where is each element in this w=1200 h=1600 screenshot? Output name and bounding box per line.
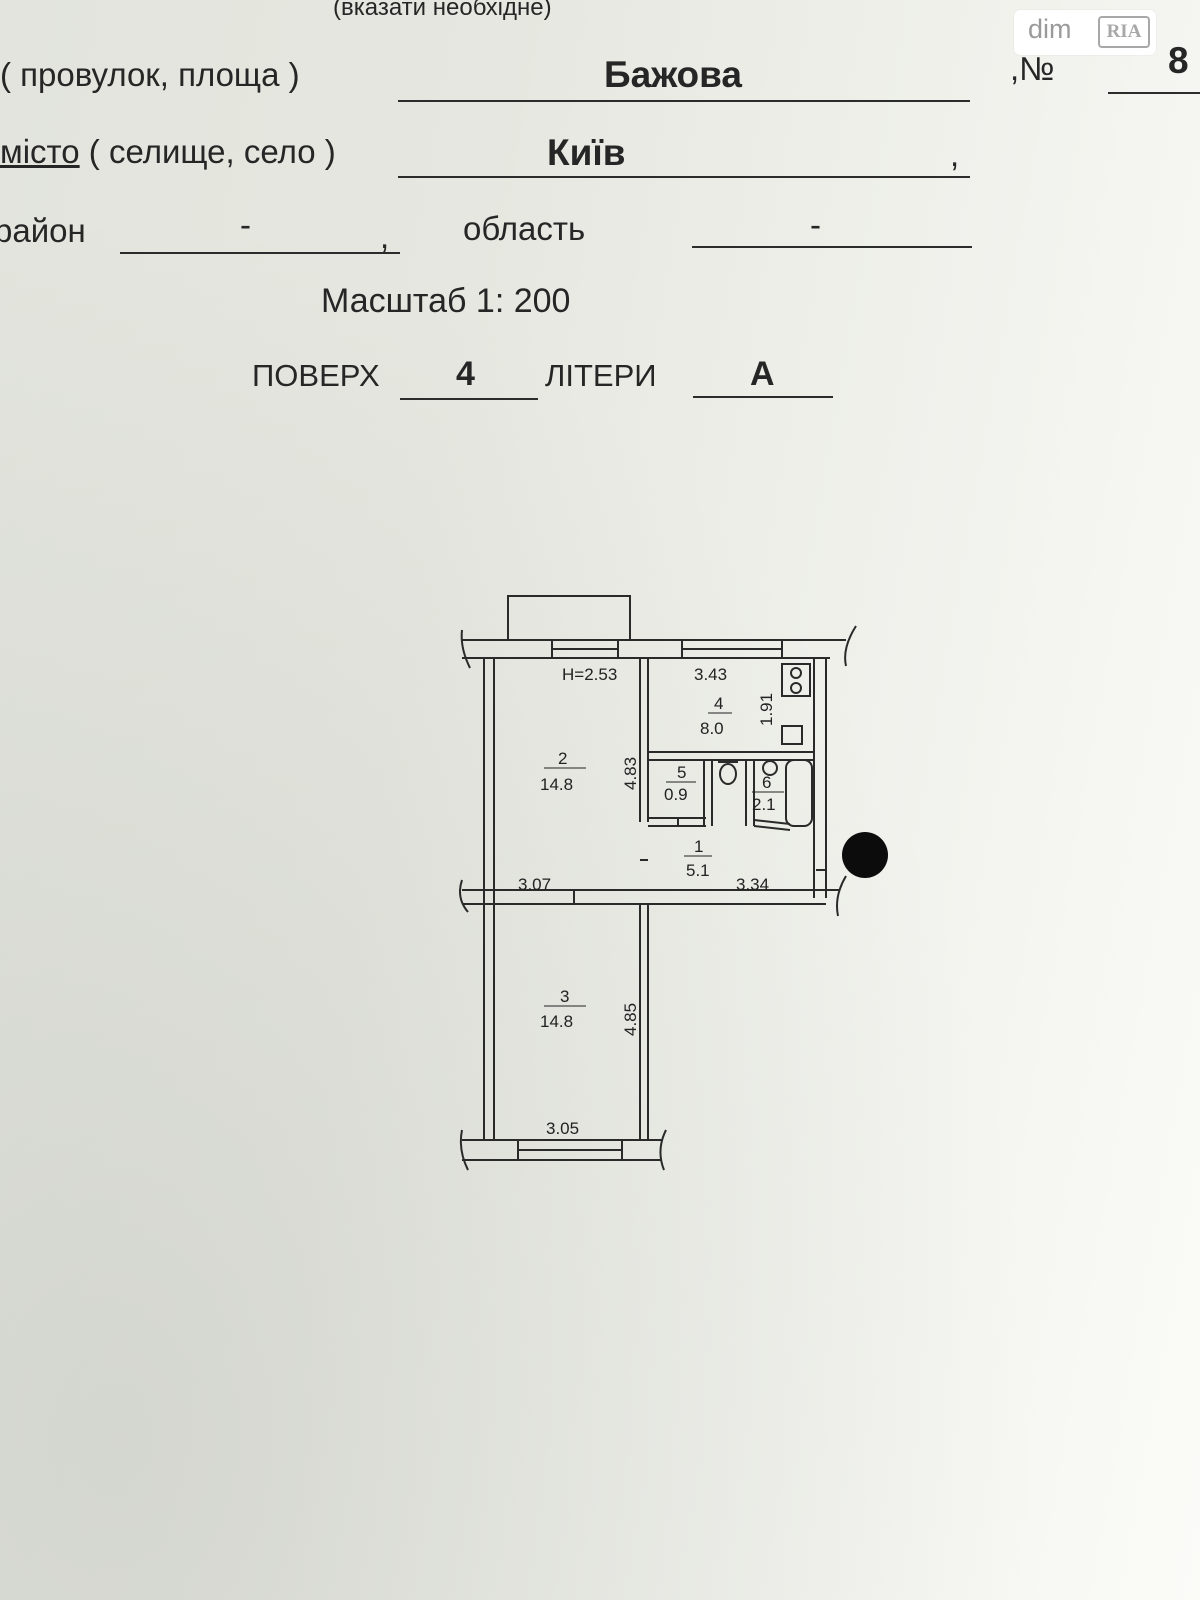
- floor-value: 4: [456, 355, 475, 393]
- toilet: [719, 763, 737, 785]
- stove: [781, 663, 811, 697]
- district-value: -: [240, 206, 251, 243]
- city-comma: ,: [950, 136, 960, 173]
- scale-text: Масштаб 1: 200: [321, 282, 571, 320]
- bathtub: [785, 759, 813, 827]
- street-value: Бажова: [604, 54, 742, 95]
- black-dot-marker: [842, 832, 888, 878]
- district-label: район: [0, 212, 86, 249]
- number-value: 8: [1168, 40, 1189, 81]
- city-underline: [398, 176, 970, 178]
- wash-basin: [762, 760, 778, 776]
- region-underline: [692, 246, 972, 248]
- city-label: місто ( селище, село ): [0, 133, 336, 171]
- city-value: Київ: [547, 132, 626, 173]
- room-4-area: 8.0: [700, 719, 724, 738]
- header-note: (вказати необхідне): [333, 0, 552, 21]
- room-5-area: 0.9: [664, 785, 688, 804]
- room-6-area: 2.1: [752, 795, 776, 814]
- dim-room2-width: 3.07: [518, 875, 551, 894]
- dim-room3-depth: 4.85: [621, 1003, 640, 1036]
- room-2-number: 2: [558, 749, 567, 768]
- kitchen-sink: [781, 725, 803, 745]
- logo-badge: RIA: [1098, 16, 1150, 48]
- logo-text: dim: [1028, 14, 1072, 44]
- room-3-number: 3: [560, 987, 569, 1006]
- dim-room2-depth: 4.83: [621, 757, 640, 790]
- street-label: ( провулок, площа ): [0, 56, 300, 93]
- letters-underline: [693, 396, 833, 398]
- dimria-logo: dim RIA: [1014, 10, 1156, 55]
- dim-kitchen-width: 3.43: [694, 665, 727, 684]
- room-5-number: 5: [677, 763, 686, 782]
- dim-hall-width: 3.34: [736, 875, 769, 894]
- district-underline: [120, 252, 400, 254]
- room-1-area: 5.1: [686, 861, 710, 880]
- room-1-number: 1: [694, 837, 703, 856]
- letters-label: ЛІТЕРИ: [545, 358, 657, 393]
- region-value: -: [810, 206, 821, 243]
- dim-room3-width: 3.05: [546, 1119, 579, 1138]
- number-label: ,№: [1010, 50, 1055, 87]
- room-6-number: 6: [762, 773, 771, 792]
- district-comma: ,: [380, 218, 390, 255]
- region-label: область: [463, 210, 586, 247]
- floor-label: ПОВЕРХ: [252, 358, 380, 393]
- room-2-area: 14.8: [540, 775, 573, 794]
- floor-underline: [400, 398, 538, 400]
- balcony: [507, 595, 631, 641]
- city-label-rest: ( селище, село ): [88, 133, 336, 170]
- letters-value: А: [750, 355, 775, 393]
- room-3-area: 14.8: [540, 1012, 573, 1031]
- room-4-number: 4: [714, 694, 723, 713]
- city-label-main: місто: [0, 133, 80, 170]
- street-underline: [398, 100, 970, 102]
- ceiling-height: H=2.53: [562, 665, 617, 684]
- dim-kitchen-depth: 1.91: [757, 693, 776, 726]
- number-underline: [1108, 92, 1200, 94]
